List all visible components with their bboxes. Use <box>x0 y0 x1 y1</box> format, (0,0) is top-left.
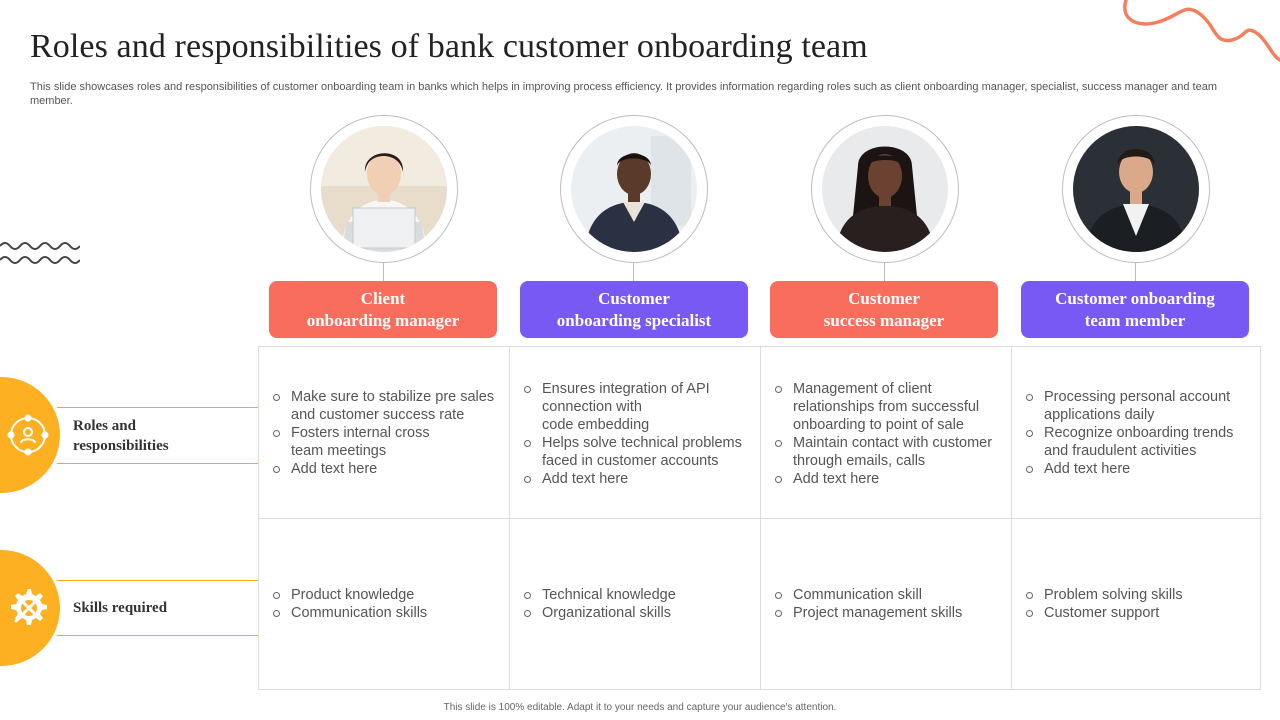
avatar-frame <box>560 115 708 263</box>
connector-line <box>884 263 885 282</box>
connector-line <box>633 263 634 282</box>
avatar-man-sweater <box>571 126 697 252</box>
role-title-line: Customer <box>598 288 670 308</box>
footer-note: This slide is 100% editable. Adapt it to… <box>443 702 837 713</box>
page-subtitle: This slide showcases roles and responsib… <box>30 81 1217 107</box>
list-item: Organizational skills <box>524 604 752 622</box>
list-item: Problem solving skills <box>1026 586 1254 604</box>
role-title-line: onboarding specialist <box>556 310 712 330</box>
skills-cell: Problem solving skills Customer support <box>1012 519 1262 690</box>
list-item: Product knowledge <box>273 586 501 604</box>
role-title-line: Client <box>360 288 406 308</box>
list-item: Communication skill <box>775 586 1003 604</box>
row-label-skills: Skills required <box>73 600 168 616</box>
skills-cell: Communication skill Project management s… <box>761 519 1012 690</box>
role-title-line: Customer onboarding <box>1055 288 1215 308</box>
role-title-line: team member <box>1084 310 1186 330</box>
squiggle-decoration-icon <box>1123 0 1280 62</box>
row-rule-top <box>57 580 258 581</box>
list-item: Add text here <box>524 470 752 488</box>
gear-tools-icon <box>11 589 47 625</box>
list-item: Communication skills <box>273 604 501 622</box>
bullet-list: Problem solving skills Customer support <box>1026 586 1254 622</box>
connector-line <box>383 263 384 282</box>
bullet-list: Communication skill Project management s… <box>775 586 1003 622</box>
wave-decoration-icon <box>0 242 80 264</box>
list-item: Project management skills <box>775 604 1003 622</box>
bullet-list: Technical knowledge Organizational skill… <box>524 586 752 622</box>
row-rule-bottom <box>57 635 258 636</box>
avatar-woman-braids <box>822 126 948 252</box>
avatar-man-suit <box>1073 126 1199 252</box>
skills-cell: Technical knowledge Organizational skill… <box>510 519 761 690</box>
list-item: Technical knowledge <box>524 586 752 604</box>
role-title-line: onboarding manager <box>306 310 460 330</box>
connector-line <box>1135 263 1136 282</box>
page-title: Roles and responsibilities of bank custo… <box>30 28 868 65</box>
skills-cell: Product knowledge Communication skills <box>259 519 510 690</box>
bullet-list: Product knowledge Communication skills <box>273 586 501 622</box>
list-item: Add text here <box>273 460 501 478</box>
list-item: Customer support <box>1026 604 1254 622</box>
avatar-frame <box>310 115 458 263</box>
role-title-line: Customer <box>848 288 920 308</box>
avatar-frame <box>811 115 959 263</box>
avatar-woman-laptop <box>321 126 447 252</box>
row-rule-bottom <box>57 463 258 464</box>
role-title-line: success manager <box>823 310 945 330</box>
row-rule-top <box>57 407 258 408</box>
list-item: Add text here <box>775 470 1003 488</box>
list-item: Add text here <box>1026 460 1254 478</box>
avatar-frame <box>1062 115 1210 263</box>
team-network-icon <box>7 414 49 456</box>
